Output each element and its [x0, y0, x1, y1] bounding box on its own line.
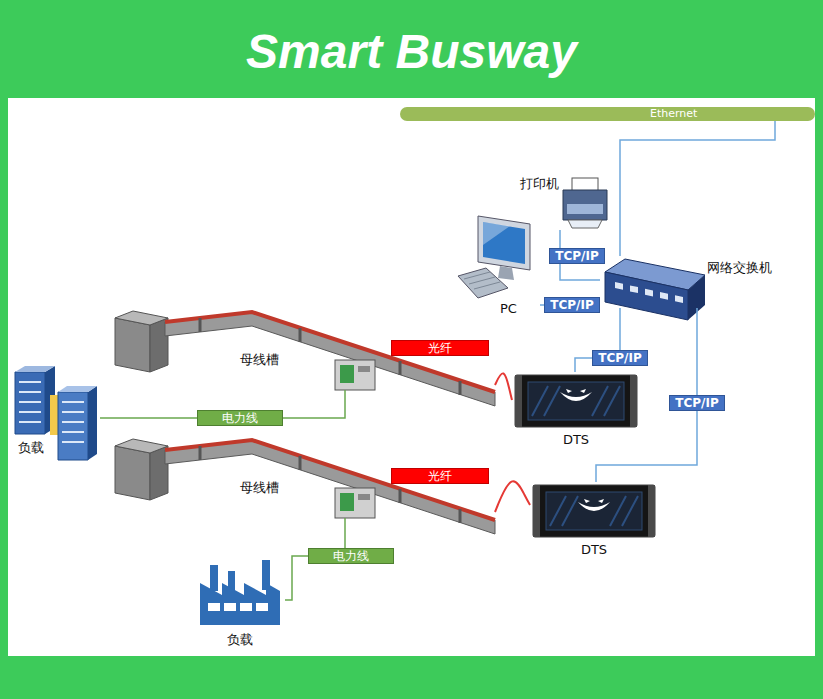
- power-line-tag: 电力线: [308, 548, 394, 564]
- ethernet-bus: Ethernet: [400, 107, 815, 121]
- printer-icon: [568, 220, 602, 228]
- server-icon: [15, 372, 45, 434]
- pc-icon: [498, 266, 514, 280]
- node-label: DTS: [563, 432, 589, 448]
- illustration: [8, 98, 815, 656]
- pc-icon: [483, 222, 510, 245]
- fiber-tag: 光纤: [391, 340, 489, 356]
- server-icon: [88, 386, 97, 460]
- factory-icon: [208, 603, 268, 611]
- server-icon: [19, 382, 41, 422]
- dts-node: DTS: [512, 372, 640, 452]
- fiber-cable: [495, 373, 512, 400]
- server-icon: [58, 392, 88, 460]
- dts-node: DTS: [530, 482, 658, 562]
- node-label: 负载: [18, 440, 44, 456]
- protocol-tag: TCP/IP: [669, 395, 724, 411]
- illustration: [115, 439, 495, 534]
- fiber-tag: 光纤: [391, 468, 489, 484]
- switch-icon: [605, 272, 688, 320]
- pc-icon: [458, 268, 508, 298]
- server-icon: [15, 366, 55, 372]
- fiber-cable: [495, 481, 530, 512]
- server-icon: [62, 402, 84, 442]
- node-label: Ethernet: [650, 107, 697, 121]
- illustration: [533, 485, 655, 537]
- power-line-tag: 电力线: [197, 410, 283, 426]
- printer-icon: [567, 204, 603, 214]
- pc-icon: [458, 216, 530, 298]
- illustration: [515, 375, 637, 427]
- switch-node: 网络交换机: [600, 256, 775, 308]
- switch-icon: [615, 282, 683, 303]
- illustration: [115, 311, 495, 406]
- pc-node: PC: [455, 212, 540, 317]
- printer-icon: [563, 190, 607, 220]
- printer-icon: [563, 178, 607, 228]
- pc-icon: [464, 272, 500, 289]
- pc-icon: [478, 216, 530, 270]
- server-icon: [58, 386, 97, 392]
- node-label: DTS: [581, 542, 607, 558]
- printer-node: 打印机: [515, 172, 610, 230]
- node-label: 母线槽: [240, 352, 279, 368]
- factory-icon: [200, 583, 280, 625]
- network-cable: [620, 121, 775, 256]
- factory-icon: [210, 565, 218, 591]
- load-node: 负载: [195, 560, 285, 652]
- protocol-tag: TCP/IP: [549, 248, 604, 264]
- pc-icon: [483, 222, 525, 264]
- node-label: 负载: [227, 632, 253, 648]
- load-node: 负载: [12, 362, 100, 462]
- node-label: PC: [500, 301, 517, 317]
- node-label: 打印机: [520, 176, 559, 192]
- node-label: 母线槽: [240, 480, 279, 496]
- page-title: Smart Busway: [0, 24, 823, 80]
- protocol-tag: TCP/IP: [592, 350, 647, 366]
- node-label: 网络交换机: [707, 260, 772, 276]
- factory-icon: [200, 560, 280, 625]
- protocol-tag: TCP/IP: [544, 297, 599, 313]
- server-icon: [15, 366, 97, 460]
